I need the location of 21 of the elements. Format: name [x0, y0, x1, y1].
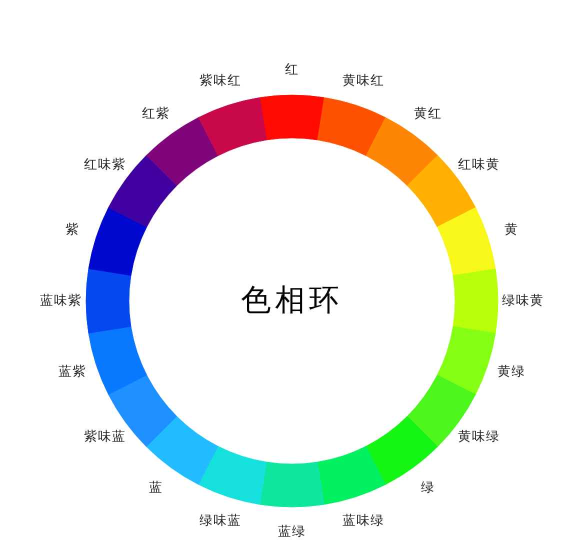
title: 色相环 — [241, 286, 343, 316]
hue-label: 紫味蓝 — [84, 430, 126, 444]
hue-label: 绿味蓝 — [200, 514, 242, 528]
hue-label: 黄味红 — [342, 74, 384, 88]
hue-label: 红味紫 — [84, 158, 126, 172]
hue-label: 黄味绿 — [458, 430, 500, 444]
hue-label: 红 — [285, 64, 299, 76]
hue-label: 绿 — [420, 481, 435, 494]
hue-label: 黄绿 — [498, 366, 526, 379]
hue-label: 蓝紫 — [58, 366, 86, 379]
hue-label: 蓝味紫 — [40, 294, 82, 308]
hue-label: 黄红 — [414, 108, 442, 121]
hue-label: 黄 — [504, 223, 519, 236]
hue-label: 紫味红 — [200, 74, 242, 88]
hue-label: 蓝绿 — [278, 526, 306, 538]
hue-label: 紫 — [65, 223, 80, 236]
hue-label: 红紫 — [142, 108, 170, 121]
hue-label: 绿味黄 — [502, 294, 544, 308]
hue-label: 蓝味绿 — [342, 514, 384, 528]
hue-label: 蓝 — [149, 481, 164, 494]
hue-label: 红味黄 — [458, 158, 500, 172]
